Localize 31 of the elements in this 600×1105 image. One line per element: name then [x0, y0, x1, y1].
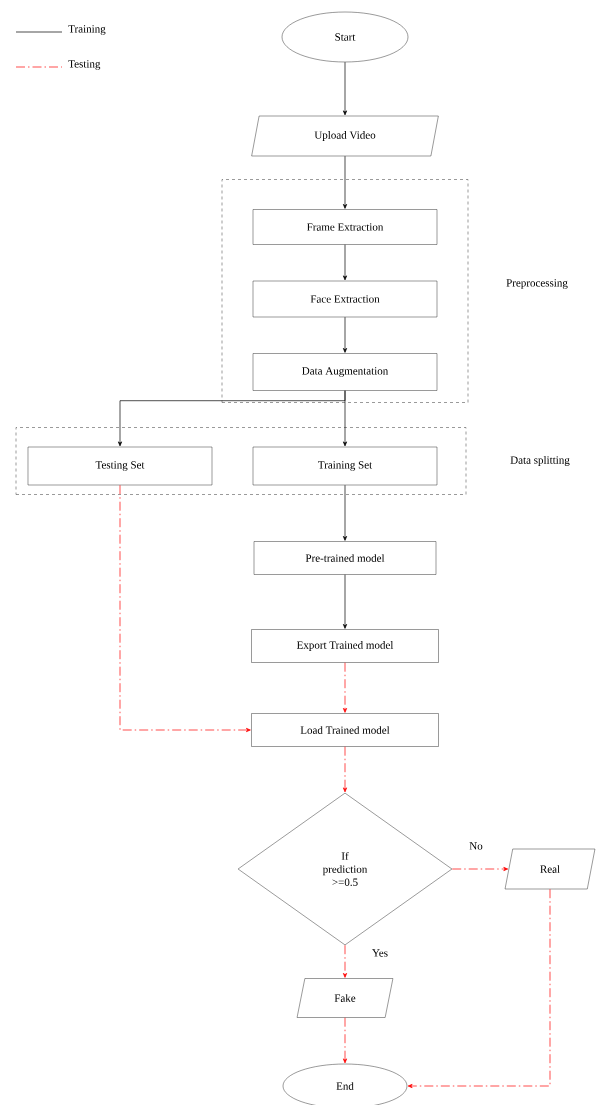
arrow: [342, 662, 348, 713]
process-box: Testing Set: [27, 446, 213, 486]
arrow: [342, 316, 348, 353]
edge-label: No: [468, 841, 484, 851]
io-parallelogram: Real: [504, 848, 596, 890]
process-box: Data Augmentation: [252, 353, 438, 391]
arrow: [119, 484, 251, 733]
process-box: Load Trained model: [251, 713, 439, 747]
io-parallelogram: Upload Video: [251, 115, 439, 157]
node-label: Preprocessing: [506, 279, 568, 289]
arrow: [342, 574, 348, 629]
node-label: Data splitting: [510, 456, 570, 466]
process-box: Training Set: [252, 446, 438, 486]
arrow: [342, 746, 348, 793]
process-box: Face Extraction: [252, 280, 438, 318]
arrow: [407, 888, 551, 1089]
arrow: [342, 944, 348, 978]
arrow: [342, 1017, 348, 1064]
process-box: Pre-trained model: [253, 541, 437, 575]
arrow: [342, 390, 348, 447]
legend-text: Training: [68, 25, 106, 35]
arrow: [342, 61, 348, 116]
legend-text: Testing: [68, 60, 101, 70]
process-box: Export Trained model: [251, 629, 439, 663]
process-box: Frame Extraction: [252, 209, 438, 245]
arrow: [451, 866, 509, 872]
arrow: [342, 244, 348, 281]
arrow: [342, 155, 348, 209]
io-parallelogram: Fake: [296, 978, 394, 1018]
arrow: [342, 484, 348, 541]
edge-label: Yes: [371, 948, 389, 958]
